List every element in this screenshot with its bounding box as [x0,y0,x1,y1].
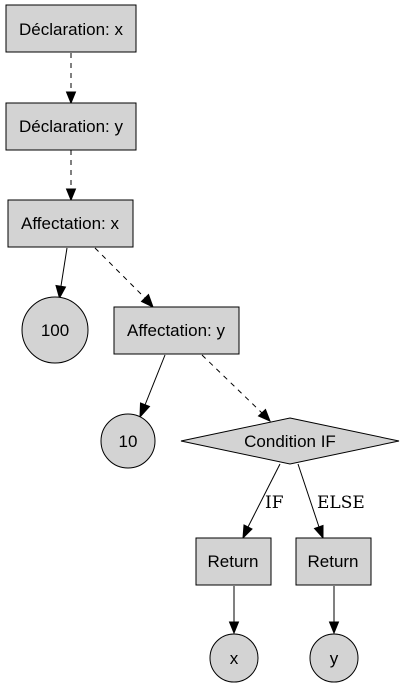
node-condition-if[interactable]: Condition IF [180,417,400,465]
arrowhead [140,293,154,308]
node-circle [100,413,156,469]
node-box [5,102,137,151]
edge-affect-x-to-affect-y [94,247,146,299]
node-label: Déclaration: x [19,20,123,39]
node-box [295,537,372,586]
node-return-if[interactable]: Return [195,537,272,586]
node-diamond [180,417,400,465]
node-circle [309,633,359,683]
node-label: Return [207,552,258,571]
node-return-else[interactable]: Return [295,537,372,586]
node-value-100[interactable]: 100 [21,296,89,364]
arrowhead [257,408,271,422]
edge-label-if: IF [265,493,284,513]
edge-affect-y-to-cond-if [201,354,263,414]
arrowhead [313,524,324,540]
node-label: 10 [119,432,138,451]
node-label: Condition IF [244,432,336,451]
edge-label-else: ELSE [317,493,365,513]
nodes: Déclaration: x Déclaration: y Affectatio… [5,4,400,683]
arrowhead [139,402,151,419]
node-value-10[interactable]: 10 [100,413,156,469]
node-label: 100 [41,321,69,340]
arrowhead [55,284,67,300]
arrowhead [65,91,77,105]
arrowhead [228,621,240,635]
edges: IF ELSE [55,53,365,635]
node-label: Return [307,552,358,571]
node-label: Affectation: x [21,214,119,233]
node-box [5,4,137,53]
node-return-value-x[interactable]: x [209,633,259,683]
node-box [113,306,240,355]
arrowhead [65,188,77,202]
node-declaration-y[interactable]: Déclaration: y [5,102,137,151]
edge-affect-y-to-10 [144,354,166,406]
node-label: Affectation: y [127,321,225,340]
node-affectation-y[interactable]: Affectation: y [113,306,240,355]
node-box [7,199,134,248]
node-label: y [330,649,339,668]
edge-cond-if-to-return-2 [297,463,320,528]
node-label: Déclaration: y [19,117,123,136]
node-label: x [230,649,239,668]
edge-cond-if-to-return-1 [247,463,281,528]
edge-affect-x-to-100 [60,247,68,287]
node-declaration-x[interactable]: Déclaration: x [5,4,137,53]
arrowhead [328,621,340,635]
node-return-value-y[interactable]: y [309,633,359,683]
arrowhead [242,524,253,540]
node-circle [21,296,89,364]
node-circle [209,633,259,683]
node-affectation-x[interactable]: Affectation: x [7,199,134,248]
node-box [195,537,272,586]
